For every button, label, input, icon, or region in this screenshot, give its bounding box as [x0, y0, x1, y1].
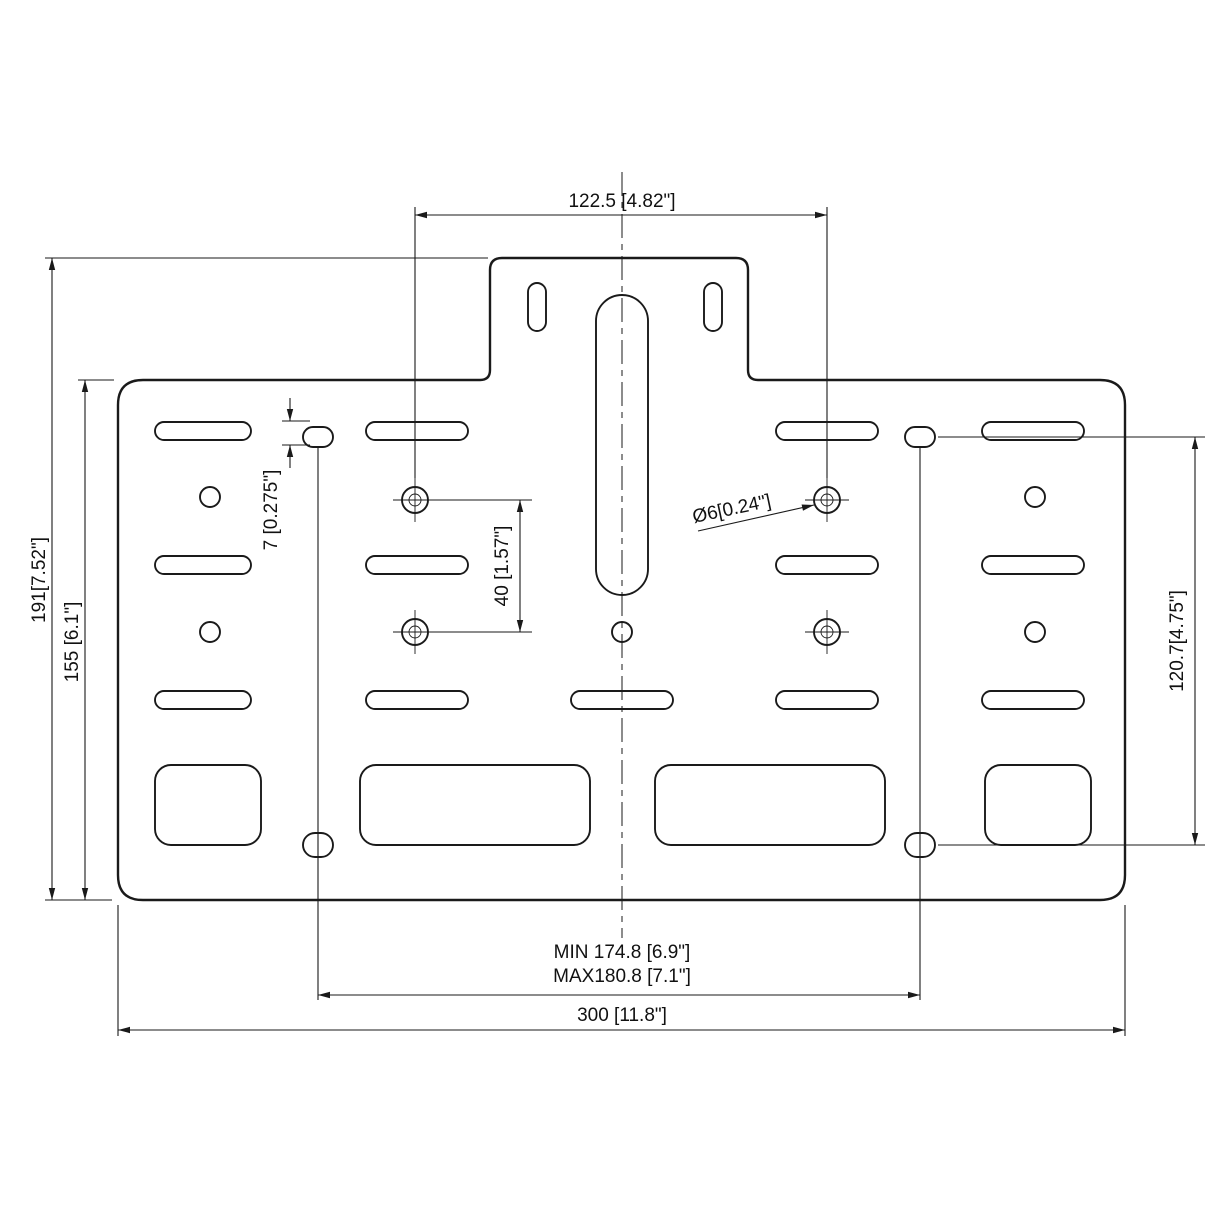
- dim-hole-pitch: 40 [1.57"]: [432, 499, 532, 633]
- dim-label-min-width: MIN 174.8 [6.9"]: [554, 942, 691, 963]
- target-hole: [393, 478, 437, 522]
- dim-label-hole-diameter: Ø6[0.24"]: [691, 491, 773, 528]
- plain-holes: [199, 486, 1046, 643]
- dim-label-overall-width: 300 [11.8"]: [577, 1005, 667, 1026]
- opening: [984, 764, 1092, 846]
- slot-row-3: [154, 690, 1085, 710]
- slot: [981, 555, 1085, 575]
- top-left-vertical-slot: [527, 282, 547, 332]
- plate-outline: [116, 256, 1127, 902]
- slot: [775, 690, 879, 710]
- slot: [154, 421, 252, 441]
- dim-label-hole-pitch: 40 [1.57"]: [492, 526, 513, 607]
- opening: [154, 764, 262, 846]
- dim-overall-height: 191[7.52"]: [29, 257, 488, 901]
- small-obround-right-top: [904, 426, 936, 448]
- slot: [365, 690, 469, 710]
- hole-center: [611, 621, 633, 643]
- opening: [654, 764, 886, 846]
- dim-overall-width: 300 [11.8"]: [117, 905, 1126, 1036]
- slot: [981, 421, 1085, 441]
- dim-label-right-span: 120.7[4.75"]: [1167, 590, 1188, 692]
- slot-row-1: [154, 421, 1085, 448]
- dim-label-slot-offset: 7 [0.275"]: [261, 470, 282, 551]
- dim-body-height: 155 [6.1"]: [62, 379, 114, 900]
- opening: [359, 764, 591, 846]
- target-hole: [805, 610, 849, 654]
- dim-right-span: 120.7[4.75"]: [938, 436, 1205, 846]
- slot: [154, 690, 252, 710]
- target-hole: [393, 610, 437, 654]
- dim-min-max-width: MIN 174.8 [6.9"] MAX180.8 [7.1"]: [317, 447, 921, 1000]
- slot: [981, 690, 1085, 710]
- slot-row-2: [154, 555, 1085, 575]
- dim-label-max-width: MAX180.8 [7.1"]: [553, 966, 691, 987]
- bottom-openings: [154, 764, 1092, 858]
- hole: [1024, 486, 1046, 508]
- dim-slot-offset: 7 [0.275"]: [261, 398, 310, 550]
- hole: [1024, 621, 1046, 643]
- target-holes: [393, 478, 849, 654]
- top-right-vertical-slot: [703, 282, 723, 332]
- slot: [365, 555, 469, 575]
- slot: [570, 690, 674, 710]
- dim-label-body-height: 155 [6.1"]: [62, 602, 83, 683]
- hole: [199, 621, 221, 643]
- slot: [775, 555, 879, 575]
- slot: [365, 421, 469, 441]
- dim-hole-diameter: Ø6[0.24"]: [691, 491, 815, 532]
- small-obround-left-top: [302, 426, 334, 448]
- slot: [154, 555, 252, 575]
- dim-label-top-span: 122.5 [4.82"]: [568, 191, 675, 212]
- hole: [199, 486, 221, 508]
- dim-label-overall-height: 191[7.52"]: [29, 537, 50, 623]
- dim-top-span: 122.5 [4.82"]: [414, 191, 828, 478]
- central-vertical-slot: [595, 294, 649, 596]
- top-section-slots: [527, 282, 723, 596]
- target-hole: [805, 478, 849, 522]
